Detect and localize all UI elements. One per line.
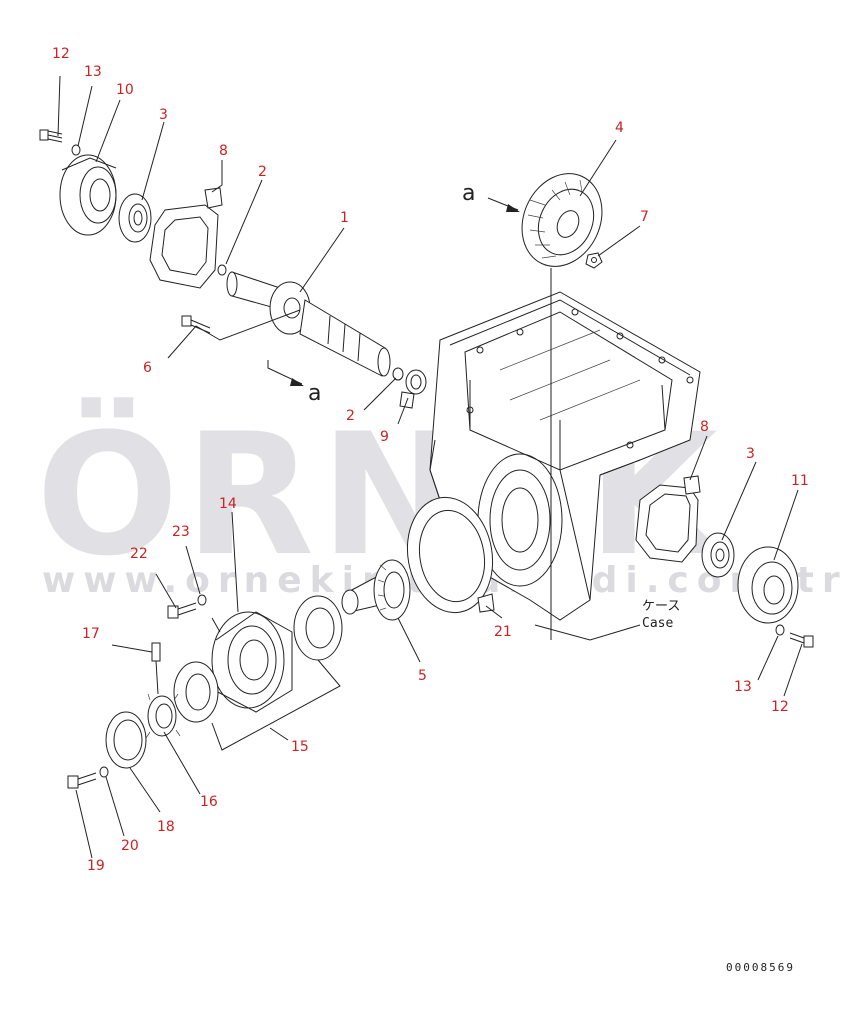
callout-4: 4 [615,120,624,136]
seal-9 [399,369,427,409]
callout-10: 10 [116,82,134,98]
callout-18: 18 [157,819,175,835]
callout-7: 7 [640,209,649,225]
lock-washer-16 [145,693,181,739]
callout-2-upper: 2 [258,164,267,180]
callout-8-upper-left: 8 [219,143,228,159]
bearing-cover-11 [737,546,799,624]
transmission-case [429,291,701,641]
pin-2-upper [217,264,227,276]
view-arrow-a-lower: a [267,360,321,406]
callout-23: 23 [172,524,190,540]
leader-lines [57,75,803,859]
callout-3-right: 3 [746,446,755,462]
shim-8-left [149,187,223,289]
shim-8-right [635,475,701,563]
bolt-12-right [789,632,814,648]
washer-23 [197,594,207,606]
callout-13-right: 13 [734,679,752,695]
washer-13-right [775,624,785,636]
washer-13-left [71,144,81,156]
callout-8-right: 8 [700,419,709,435]
case-label-jp: ケース [642,599,680,614]
callouts: 12 13 10 3 8 2 1 6 2 9 4 7 8 3 11 13 12 … [52,46,809,874]
view-marker-a-lower: a [308,381,321,406]
cover-18 [105,711,147,769]
bearing-3-left [118,193,152,243]
callout-6: 6 [143,360,152,376]
nut-7 [585,252,603,269]
callout-3-upper-left: 3 [159,107,168,123]
case-bolt-holes [466,308,694,449]
callout-12-right: 12 [771,699,789,715]
callout-9: 9 [380,429,389,445]
shim-21 [406,496,495,614]
callout-20: 20 [121,838,139,854]
callout-16: 16 [200,794,218,810]
bolt-22 [167,602,197,619]
callout-11: 11 [791,473,809,489]
gear-5 [341,559,411,621]
pinion-shaft-1 [226,271,391,377]
callout-17: 17 [82,626,100,642]
callout-21: 21 [494,624,512,640]
bearing-3-right [701,532,735,578]
callout-1: 1 [340,210,349,226]
pin-2-lower [392,367,404,381]
callout-2-lower: 2 [346,408,355,424]
callout-19: 19 [87,858,105,874]
bearing-cover-10 [59,154,117,236]
pin-17 [151,642,161,695]
bevel-gear-4 [521,173,603,267]
drawing-code: 00008569 [726,961,795,974]
washer-20 [99,766,109,778]
left-bearing-group [39,129,227,289]
bolt-19 [67,772,97,789]
callout-12-upper-left: 12 [52,46,70,62]
bearing-15-outer [293,595,343,661]
right-bearing-group [635,475,814,648]
callout-5: 5 [418,668,427,684]
bolt-12-left [39,129,63,143]
callout-14: 14 [219,496,237,512]
callout-15: 15 [291,739,309,755]
view-marker-a-upper: a [462,181,475,206]
case-label-en: Case [642,616,673,631]
bearing-cage-14 [211,611,293,713]
bearing-15-inner [173,661,219,723]
callout-13-upper-left: 13 [84,64,102,80]
callout-22: 22 [130,546,148,562]
bolt-6 [181,315,211,334]
view-arrow-a-upper: a [462,181,520,212]
